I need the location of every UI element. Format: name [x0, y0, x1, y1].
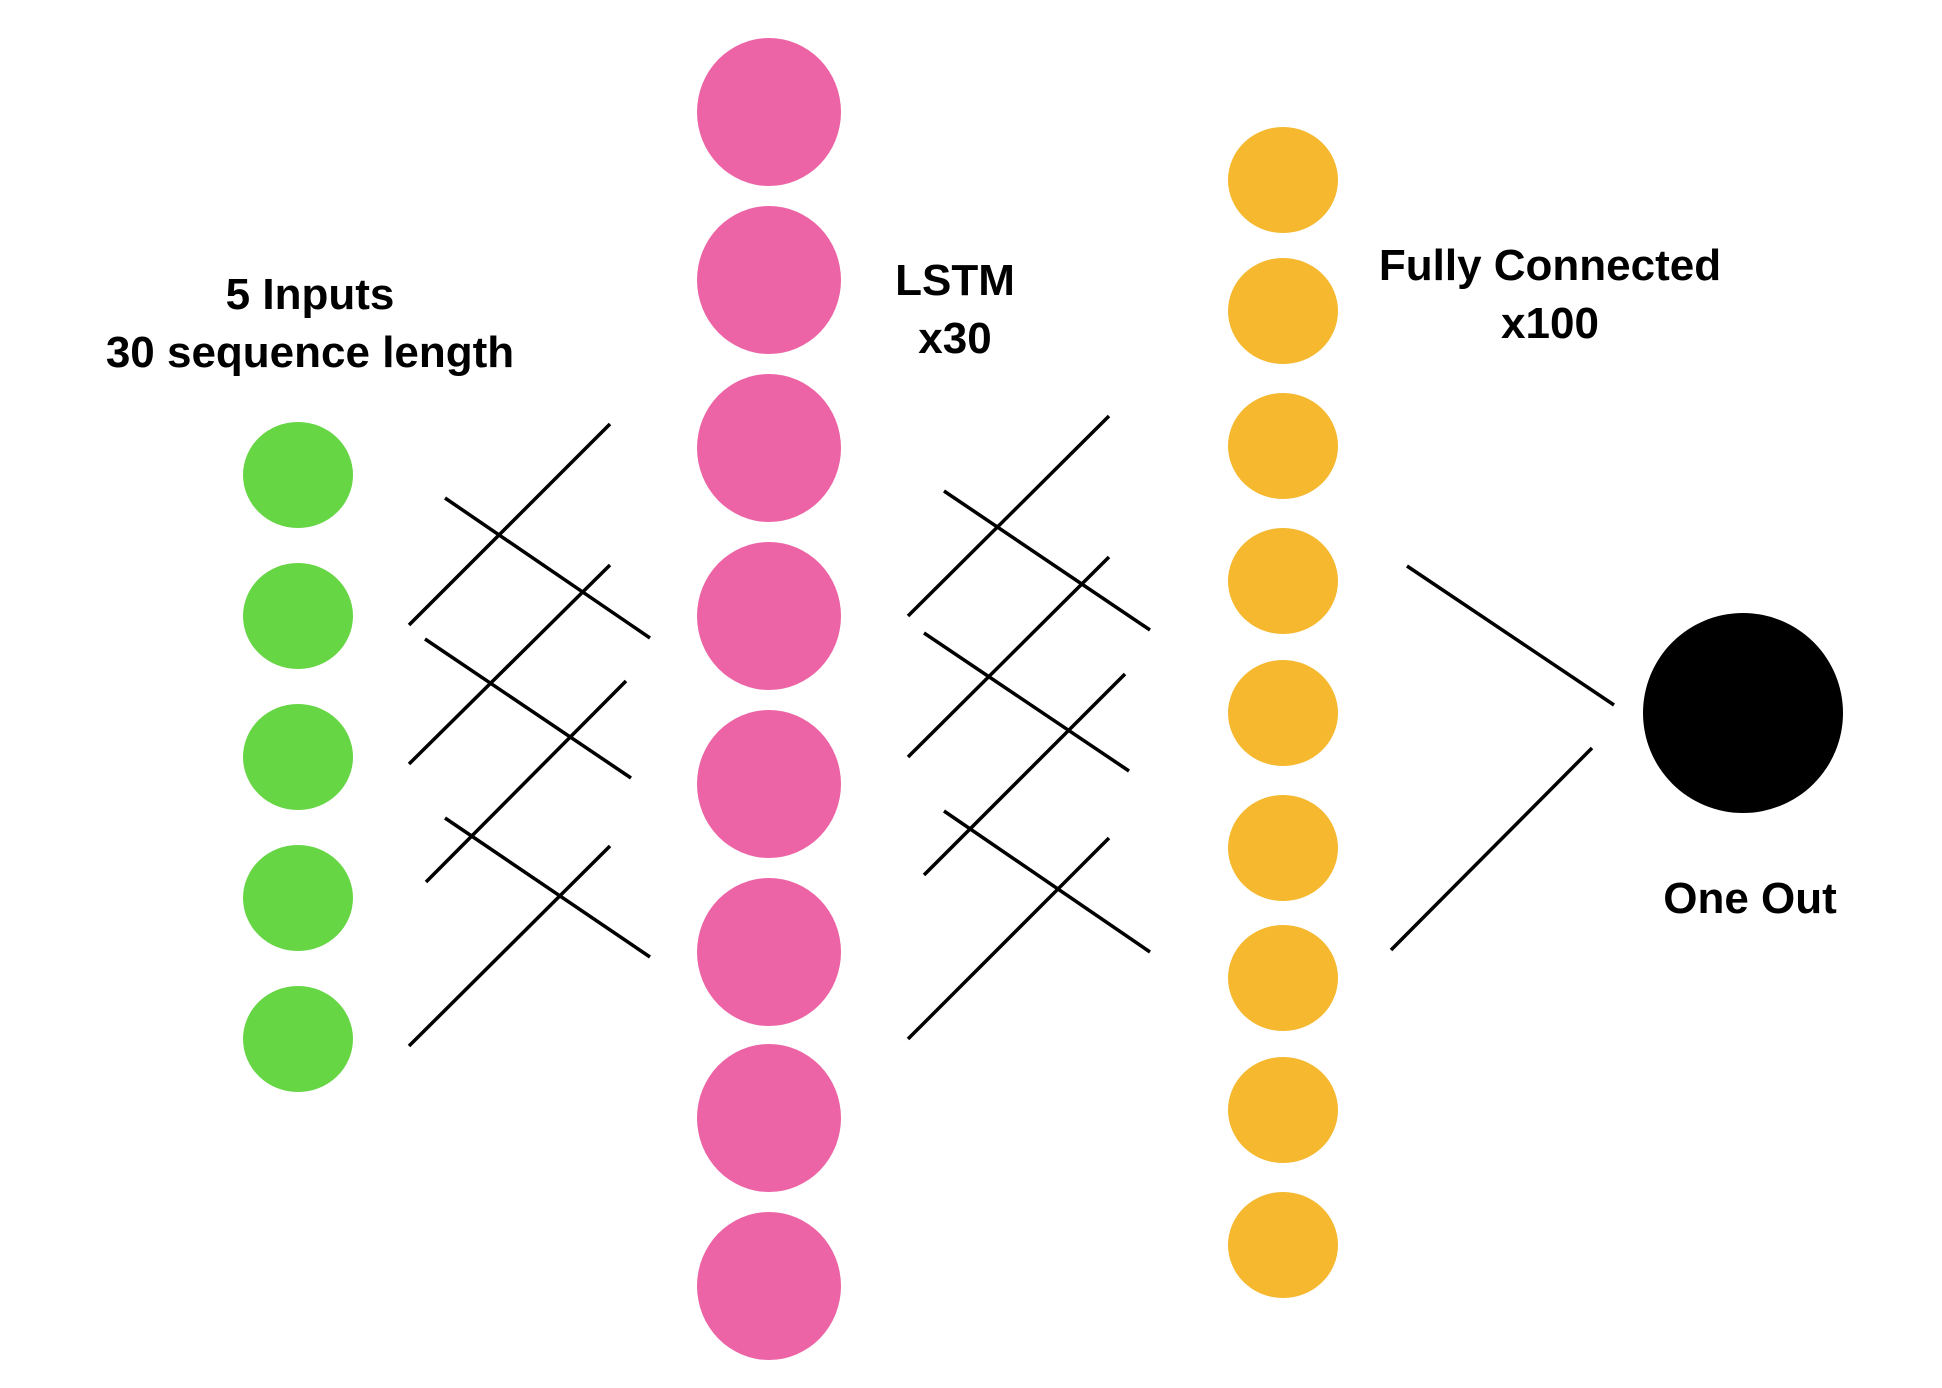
- fully-connected-layer-title: Fully Connected: [1378, 241, 1722, 290]
- lstm-node: [697, 1212, 841, 1360]
- input-node: [243, 704, 353, 810]
- connector-line: [906, 414, 1111, 618]
- fully-connected-node: [1228, 528, 1338, 634]
- connector-line: [1389, 746, 1594, 952]
- input-node: [243, 563, 353, 669]
- connector-line: [922, 672, 1127, 877]
- lstm-node: [697, 1044, 841, 1192]
- connector-line: [1406, 564, 1615, 707]
- connector-line: [424, 679, 628, 884]
- connector-line: [407, 422, 612, 627]
- lstm-node: [697, 710, 841, 858]
- fully-connected-node: [1228, 258, 1338, 364]
- connector-line: [923, 631, 1130, 773]
- lstm-node: [697, 878, 841, 1026]
- input-layer-label: 5 Inputs 30 sequence length: [60, 266, 560, 382]
- fully-connected-node: [1228, 1057, 1338, 1163]
- fully-connected-node: [1228, 795, 1338, 901]
- lstm-node: [697, 542, 841, 690]
- connector-line: [943, 809, 1151, 954]
- lstm-layer-label: LSTM x30: [835, 252, 1075, 368]
- connector-line: [444, 816, 651, 959]
- input-node: [243, 845, 353, 951]
- input-node: [243, 986, 353, 1092]
- output-node: [1643, 613, 1843, 813]
- input-node: [243, 422, 353, 528]
- lstm-node: [697, 374, 841, 522]
- connector-lines: [407, 414, 1615, 1048]
- connector-line: [444, 496, 651, 640]
- connector-line: [906, 555, 1111, 759]
- connector-line: [407, 844, 612, 1048]
- output-layer-title: One Out: [1663, 874, 1837, 923]
- connector-line: [407, 563, 612, 766]
- connector-line: [424, 637, 632, 780]
- network-nodes: [243, 38, 1843, 1360]
- fully-connected-node: [1228, 127, 1338, 233]
- input-layer-subtitle: 30 sequence length: [105, 328, 515, 377]
- lstm-node: [697, 206, 841, 354]
- lstm-layer-title: LSTM: [895, 256, 1015, 305]
- output-layer-label: One Out: [1600, 870, 1900, 928]
- connector-line: [906, 836, 1111, 1041]
- fully-connected-layer-label: Fully Connected x100: [1340, 237, 1760, 353]
- lstm-node: [697, 38, 841, 186]
- fully-connected-node: [1228, 660, 1338, 766]
- fully-connected-layer-subtitle: x100: [1501, 299, 1599, 348]
- fully-connected-node: [1228, 393, 1338, 499]
- fully-connected-node: [1228, 925, 1338, 1031]
- lstm-layer-subtitle: x30: [918, 314, 992, 363]
- input-layer-title: 5 Inputs: [225, 270, 395, 319]
- connector-line: [943, 489, 1151, 632]
- fully-connected-node: [1228, 1192, 1338, 1298]
